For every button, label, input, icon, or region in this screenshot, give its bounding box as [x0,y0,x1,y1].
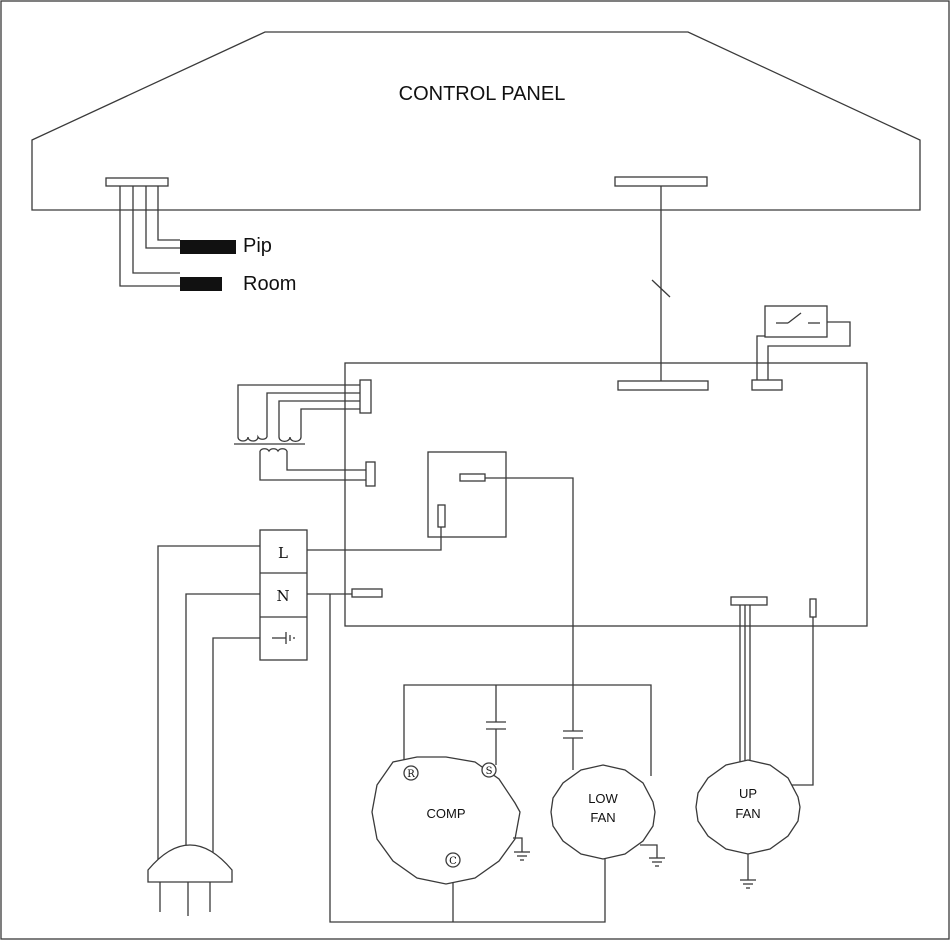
neutral-board-terminal [351,588,383,598]
up-fan-label-line1: UP [739,786,757,801]
terminal-earth-icon [272,632,295,644]
compressor-pin-run-label: R [407,769,415,780]
live-to-relay-wire [307,527,442,551]
relay-module [427,451,507,538]
relay-output-terminal [459,473,486,482]
power-plug-icon [147,844,233,916]
transformer-primary-wire-3 [278,400,360,437]
transformer-primary-coil-1 [237,434,268,442]
transformer-primary-wire-4 [300,408,360,437]
switch-wire-1 [756,335,765,380]
transformer-primary-wire-1 [237,384,360,437]
neutral-mains-wire [185,593,260,861]
sensor-connector [105,177,169,187]
transformer-secondary-wire-1 [259,451,366,481]
display-connector-board [617,380,709,391]
transformer-connector-secondary [365,461,376,487]
up-fan-aux-wire [790,617,814,786]
room-sensor-wire-1 [119,186,180,287]
low-fan-label-line1: LOW [588,791,618,806]
control-panel-housing [31,31,921,211]
compressor-capacitor [486,685,506,765]
pipe-sensor-wire-1 [145,186,180,249]
low-fan-label-line2: FAN [590,810,615,825]
ribbon-break-mark [651,279,671,298]
room-sensor-wire-2 [132,186,180,274]
switch-lever [787,312,802,324]
terminal-neutral-label: N [276,587,289,605]
low-fan-capacitor [563,685,583,770]
low-fan-ground-icon [640,844,665,867]
switch-connector [751,379,783,391]
up-fan-label-line2: FAN [735,806,760,821]
display-connector-top [614,176,708,187]
compressor-label: COMP [427,806,466,821]
compressor-ground-icon [513,837,530,861]
low-fan-body [550,764,656,860]
control-panel-title: CONTROL PANEL [399,83,566,105]
switch-box [764,305,828,338]
room-sensor-probe [180,277,222,291]
up-fan-connector [730,596,768,606]
compressor-pin-run [403,765,419,781]
compressor-body [371,756,521,885]
transformer-connector-primary [359,379,372,414]
compressor-pin-common [445,852,461,868]
switch-wire-2 [767,321,851,380]
relay-to-compressor-wire [485,477,574,685]
pipe-sensor-wire-2 [157,186,180,241]
transformer-secondary-coil [259,448,288,453]
capacitor-bus [403,684,652,776]
terminal-live-label: L [278,544,288,562]
pipe-sensor-probe [180,240,236,254]
compressor-pin-start [481,762,497,778]
transformer-secondary-wire-2 [286,451,366,471]
live-mains-wire [157,545,260,861]
transformer-primary-coil-2 [278,436,302,442]
room-sensor-label: Room [243,273,296,295]
transformer-primary-wire-2 [266,392,360,437]
relay-input-terminal [437,504,446,528]
compressor-pin-common-label: C [449,856,457,867]
neutral-return-wire [329,594,606,923]
earth-mains-wire [212,637,260,861]
terminal-block [259,529,308,661]
up-fan-ground-icon [740,854,756,889]
main-pcb [344,362,868,627]
pipe-sensor-label: Pip [243,235,272,257]
compressor-pin-start-label: S [486,766,493,777]
up-fan-aux-terminal [809,598,817,618]
